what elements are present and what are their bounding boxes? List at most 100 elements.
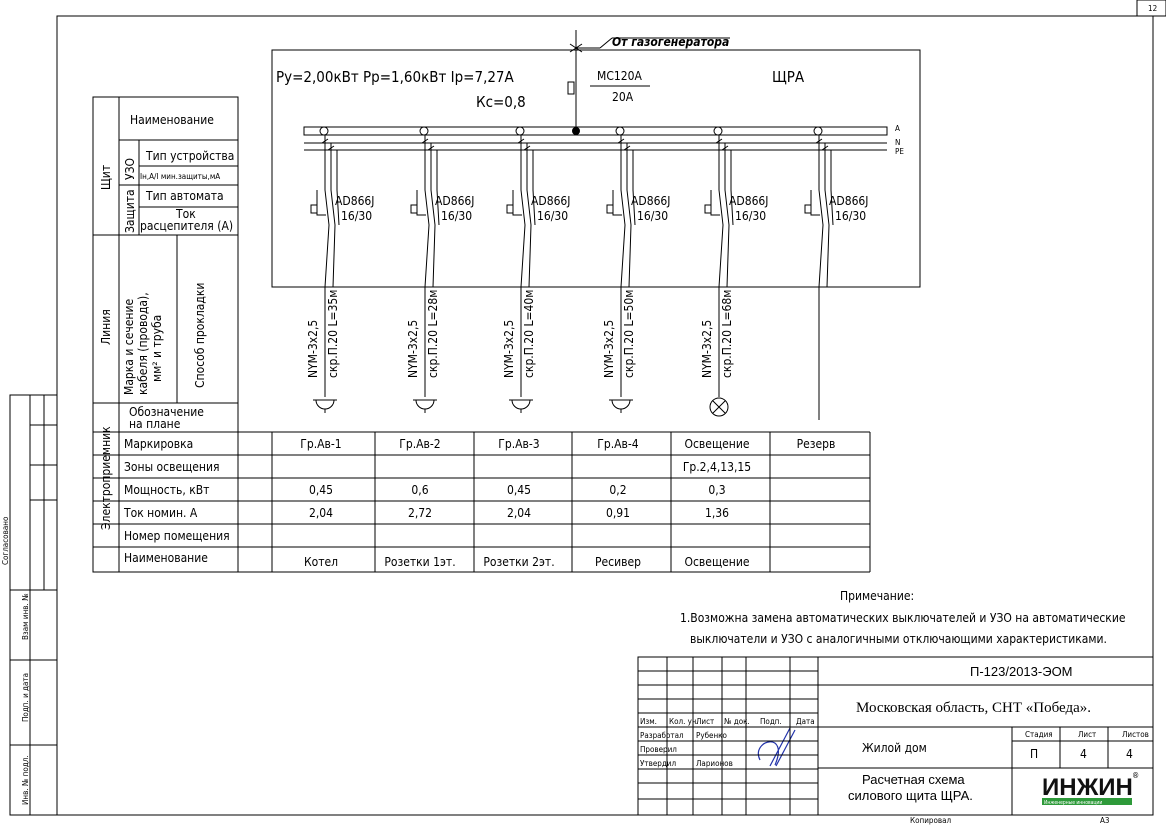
cell-power: 0,45 xyxy=(507,483,531,497)
cell-power: 0,6 xyxy=(411,483,428,497)
cell-marking: Гр.Ав-2 xyxy=(399,437,440,451)
label-breaker-type: Тип автомата xyxy=(145,189,224,203)
sheets-label: Листов xyxy=(1122,730,1149,739)
breaker-symbol xyxy=(410,189,440,288)
breaker-rating: 16/30 xyxy=(537,209,568,223)
breaker-symbol xyxy=(606,189,636,288)
side-stamps: Согласовано Взам инв. № Подп. и дата Инв… xyxy=(1,394,58,816)
cell-marking: Резерв xyxy=(797,437,836,451)
breaker-rating: 16/30 xyxy=(637,209,668,223)
cell-power: 0,45 xyxy=(309,483,333,497)
bus-label-a: A xyxy=(895,124,900,133)
stage-label: Стадия xyxy=(1025,730,1053,739)
note-title: Примечание: xyxy=(840,589,914,603)
breaker-rating: 16/30 xyxy=(441,209,472,223)
label-marking: Маркировка xyxy=(124,437,193,451)
breaker-type: AD866J xyxy=(335,194,374,208)
source-label: От газогенератора xyxy=(612,35,729,49)
cell-power: 0,2 xyxy=(609,483,626,497)
cell-current: 1,36 xyxy=(705,506,729,520)
col-header: Подп. xyxy=(760,717,782,726)
sheet-label: Лист xyxy=(1078,730,1096,739)
col-header: № док. xyxy=(724,717,750,726)
label-trip-1: Ток xyxy=(175,207,196,221)
note-line-1: 1.Возможна замена автоматических выключа… xyxy=(680,611,1126,625)
bus-junction-dot xyxy=(572,127,580,135)
label-room: Номер помещения xyxy=(124,529,230,543)
lamp-icon xyxy=(709,397,729,417)
col-header: Кол. уч. xyxy=(669,717,698,726)
drawing-frame xyxy=(56,15,1154,816)
cable-laying: скр.П.20 L=50м xyxy=(622,290,636,378)
role: Проверил xyxy=(640,745,677,754)
label-uzo: УЗО xyxy=(123,158,137,180)
col-header: Изм. xyxy=(640,717,657,726)
breaker-rating: 16/30 xyxy=(735,209,766,223)
breaker-symbol xyxy=(804,189,834,288)
role-name: Ларионов xyxy=(696,759,733,768)
label-protection: Защита xyxy=(123,189,137,233)
panel-params: Ру=2,00кВт Рр=1,60кВт Ір=7,27А xyxy=(276,68,515,86)
role: Утвердил xyxy=(640,759,676,768)
stamp-sign-date: Подп. и дата xyxy=(21,673,30,722)
socket-icon xyxy=(313,399,337,410)
panel-name: ЩРА xyxy=(772,68,805,86)
cable-type: NYM-3x2,5 xyxy=(406,320,420,378)
bus-tap xyxy=(319,126,329,136)
cable-laying: скр.П.20 L=35м xyxy=(326,290,340,378)
cable-laying: скр.П.20 L=40м xyxy=(522,290,536,378)
label-cable-1: Марка и сечение xyxy=(122,299,136,395)
cell-marking: Гр.Ав-4 xyxy=(597,437,639,451)
doc-code: П-123/2013-ЭОМ xyxy=(970,664,1073,679)
bus-tap xyxy=(713,126,723,136)
stamp-replaced: Взам инв. № xyxy=(21,593,30,640)
socket-icon xyxy=(509,399,533,410)
cell-name: Розетки 1эт. xyxy=(384,555,455,569)
location: Московская область, СНТ «Победа». xyxy=(856,700,1091,716)
breaker-symbol xyxy=(506,189,536,288)
label-device-type: Тип устройства xyxy=(145,149,234,163)
bus-tap xyxy=(419,126,429,136)
note-line-2: выключатели и УЗО с аналогичными отключа… xyxy=(690,632,1107,646)
stage-value: П xyxy=(1030,747,1038,761)
sheet-title-1: Расчетная схема xyxy=(862,772,965,787)
cable-laying: скр.П.20 L=68м xyxy=(720,290,734,378)
source-feed: От газогенератора xyxy=(567,30,730,135)
sheets-value: 4 xyxy=(1126,747,1133,761)
svg-text:ИНЖИН: ИНЖИН xyxy=(1042,774,1133,801)
breaker-symbol xyxy=(704,189,734,288)
title-block: П-123/2013-ЭОМ Московская область, СНТ «… xyxy=(637,656,1154,825)
cable-type: NYM-3x2,5 xyxy=(306,320,320,378)
cell-zones: Гр.2,4,13,15 xyxy=(683,460,751,474)
breaker-type: AD866J xyxy=(435,194,474,208)
sheet-number: 12 xyxy=(1148,4,1157,13)
label-rname: Наименование xyxy=(124,551,208,565)
label-plan-2: на плане xyxy=(129,417,181,431)
main-breaker-type: МС120А xyxy=(597,69,642,83)
bus-tap xyxy=(515,126,525,136)
label-trip-2: расцепителя (А) xyxy=(140,219,233,233)
bus-label-pe: PE xyxy=(895,147,904,156)
cable-laying: скр.П.20 L=28м xyxy=(426,290,440,378)
header-table: Щит Наименование УЗО Тип устройства Iн,А… xyxy=(92,96,239,573)
stamp-agreed: Согласовано xyxy=(1,516,10,565)
bus-tap xyxy=(813,126,823,136)
label-nominal: Ток номин. А xyxy=(123,506,198,520)
panel-enclosure xyxy=(271,49,921,288)
bus-a xyxy=(303,126,888,136)
object-name: Жилой дом xyxy=(862,741,927,755)
cell-name: Ресивер xyxy=(595,555,641,569)
svg-text:®: ® xyxy=(1132,771,1139,780)
cell-current: 2,04 xyxy=(507,506,531,520)
cable-type: NYM-3x2,5 xyxy=(602,320,616,378)
sheet-value: 4 xyxy=(1080,747,1087,761)
col-header: Дата xyxy=(796,717,815,726)
cell-name: Освещение xyxy=(685,555,750,569)
sheet-number-box xyxy=(1136,0,1166,17)
panel-kc: Кс=0,8 xyxy=(476,93,526,111)
